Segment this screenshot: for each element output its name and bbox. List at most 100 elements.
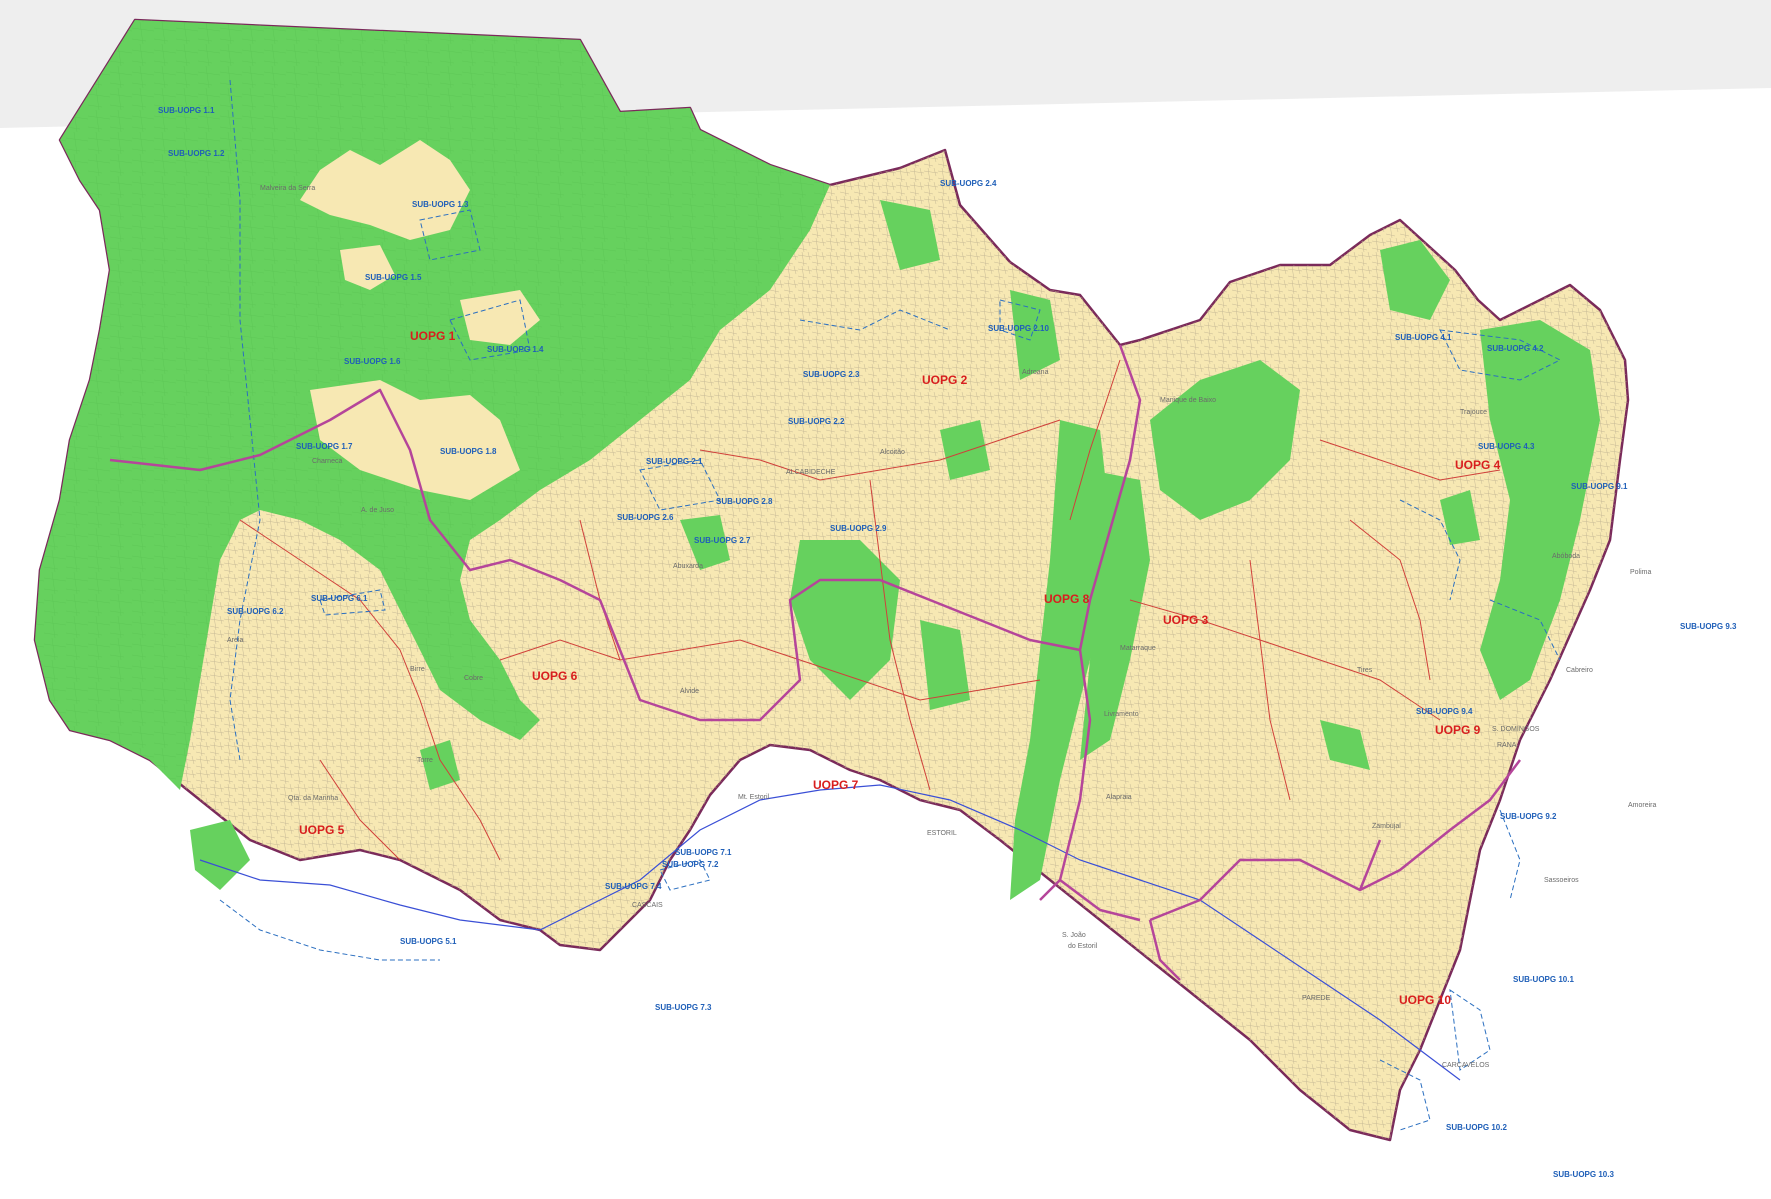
sub-uopg-2-2-label: SUB-UOPG 2.2: [788, 417, 845, 426]
place-cobre: Cobre: [464, 675, 483, 682]
uopg-8-label: UOPG 8: [1044, 592, 1090, 606]
parish-boundaries: [239, 359, 1501, 861]
green-areas: [35, 20, 1600, 900]
place-parede: PAREDE: [1302, 995, 1331, 1002]
sub-uopg-1-2-label: SUB-UOPG 1.2: [168, 149, 225, 158]
green-patch: [880, 200, 940, 270]
sub-uopg-4-3-label: SUB-UOPG 4.3: [1478, 442, 1535, 451]
place-livramento: Livramento: [1104, 711, 1139, 718]
uopg-6-label: UOPG 6: [532, 669, 578, 683]
sub-uopg-1-3-label: SUB-UOPG 1.3: [412, 200, 469, 209]
sub-uopg-7-2-label: SUB-UOPG 7.2: [662, 860, 719, 869]
sub-uopg-7-1-label: SUB-UOPG 7.1: [675, 848, 732, 857]
place-areia: Areia: [227, 637, 243, 644]
sub-uopg-10-1-label: SUB-UOPG 10.1: [1513, 975, 1574, 984]
sub-uopg-5-1-label: SUB-UOPG 5.1: [400, 937, 457, 946]
uopg-7-label: UOPG 7: [813, 778, 859, 792]
sub-uopg-1-6-label: SUB-UOPG 1.6: [344, 357, 401, 366]
sub-uopg-7-3-label: SUB-UOPG 7.3: [655, 1003, 712, 1012]
sub-uopg-2-6-label: SUB-UOPG 2.6: [617, 513, 674, 522]
uopg-9-label: UOPG 9: [1435, 723, 1481, 737]
place-polima: Polima: [1630, 569, 1652, 576]
place-abobada: Abóboda: [1552, 553, 1580, 560]
place-charneca: Charneca: [312, 458, 342, 465]
uopg-3-label: UOPG 3: [1163, 613, 1209, 627]
uopg-4-label: UOPG 4: [1455, 458, 1501, 472]
green-patch: [1150, 360, 1300, 520]
sub-uopg-2-7-label: SUB-UOPG 2.7: [694, 536, 751, 545]
uopg-10-label: UOPG 10: [1399, 993, 1451, 1007]
place-matarraque: Matarraque: [1120, 645, 1156, 652]
place-alcabideche: ALCABIDECHE: [786, 469, 836, 476]
green-patch: [1010, 290, 1060, 380]
sub-uopg-6-1-label: SUB-UOPG 6.1: [311, 594, 368, 603]
sub-uopg-2-10-label: SUB-UOPG 2.10: [988, 324, 1049, 333]
urban-island: [300, 140, 470, 240]
urban-island: [460, 290, 540, 345]
green-patch: [1080, 470, 1150, 760]
sub-uopg-1-1-label: SUB-UOPG 1.1: [158, 106, 215, 115]
place-torre: Torre: [417, 757, 433, 764]
place-carcavelos: CARCAVELOS: [1442, 1062, 1490, 1069]
uopg-1-label: UOPG 1: [410, 329, 456, 343]
green-patch: [1010, 420, 1110, 900]
sub-uopg-10-3-label: SUB-UOPG 10.3: [1553, 1170, 1614, 1179]
sub-uopg-2-9-label: SUB-UOPG 2.9: [830, 524, 887, 533]
place-sjoao: S. João: [1062, 932, 1086, 939]
sub-uopg-2-3-label: SUB-UOPG 2.3: [803, 370, 860, 379]
place-tires: Tires: [1357, 667, 1373, 674]
place-quintamarinha: Qta. da Marinha: [288, 795, 338, 802]
sub-uopg-1-5-label: SUB-UOPG 1.5: [365, 273, 422, 282]
sub-uopg-10-2-label: SUB-UOPG 10.2: [1446, 1123, 1507, 1132]
sub-uopg-1-4-label: SUB-UOPG 1.4: [487, 345, 544, 354]
place-zambujal: Zambujal: [1372, 823, 1401, 830]
sub-uopg-2-8-label: SUB-UOPG 2.8: [716, 497, 773, 506]
place-alvide: Alvide: [680, 688, 699, 695]
place-abuxarda: Abuxarda: [673, 563, 703, 570]
place-manique: Manique de Baixo: [1160, 397, 1216, 404]
green-patch: [920, 620, 970, 710]
place-cabreiro: Cabreiro: [1566, 667, 1593, 674]
sub-uopg-9-3-label: SUB-UOPG 9.3: [1680, 622, 1737, 631]
sub-uopg-2-4-label: SUB-UOPG 2.4: [940, 179, 997, 188]
sub-uopg-9-2-label: SUB-UOPG 9.2: [1500, 812, 1557, 821]
sub-uopg-4-2-label: SUB-UOPG 4.2: [1487, 344, 1544, 353]
sub-uopg-9-1-label: SUB-UOPG 9.1: [1571, 482, 1628, 491]
green-patch: [1380, 240, 1450, 320]
green-patch: [680, 515, 730, 570]
place-amoreira: Amoreira: [1628, 802, 1657, 809]
place-cascais: CASCAIS: [632, 902, 663, 909]
uopg-boundaries: [109, 344, 1521, 981]
place-rana: RANA: [1497, 742, 1517, 749]
sub-uopg-2-1-label: SUB-UOPG 2.1: [646, 457, 703, 466]
place-adroana: Adroana: [1022, 369, 1049, 376]
place-sassoeiros: Sassoeiros: [1544, 877, 1579, 884]
place-estoril: ESTORIL: [927, 830, 957, 837]
place-aldeiajuso: A. de Juso: [361, 507, 394, 514]
sub-uopg-1-7-label: SUB-UOPG 1.7: [296, 442, 353, 451]
sub-uopg-6-2-label: SUB-UOPG 6.2: [227, 607, 284, 616]
place-alapraia: Alapraia: [1106, 794, 1132, 801]
place-trajouce: Trajouce: [1460, 409, 1487, 416]
green-patch: [1440, 490, 1480, 545]
sub-uopg-9-4-label: SUB-UOPG 9.4: [1416, 707, 1473, 716]
urban-island: [340, 245, 395, 290]
sub-uopg-7-4-label: SUB-UOPG 7.4: [605, 882, 662, 891]
railway-line: [199, 784, 1461, 1081]
green-patch: [190, 820, 250, 890]
uopg-2-label: UOPG 2: [922, 373, 968, 387]
sub-uopg-boundaries: [219, 79, 1562, 1131]
sub-uopg-4-1-label: SUB-UOPG 4.1: [1395, 333, 1452, 342]
urban-island: [310, 380, 520, 500]
uopg-5-label: UOPG 5: [299, 823, 345, 837]
place-mtestoril: Mt. Estoril: [738, 794, 770, 801]
green-patch: [940, 420, 990, 480]
place-birre: Birre: [410, 666, 425, 673]
green-patch: [420, 740, 460, 790]
sub-uopg-1-8-label: SUB-UOPG 1.8: [440, 447, 497, 456]
place-alcoitao: Alcoitão: [880, 449, 905, 456]
place-sdomingos: S. DOMINGOS: [1492, 726, 1540, 733]
green-patch: [1320, 720, 1370, 770]
place-malveira: Malveira da Serra: [260, 185, 315, 192]
